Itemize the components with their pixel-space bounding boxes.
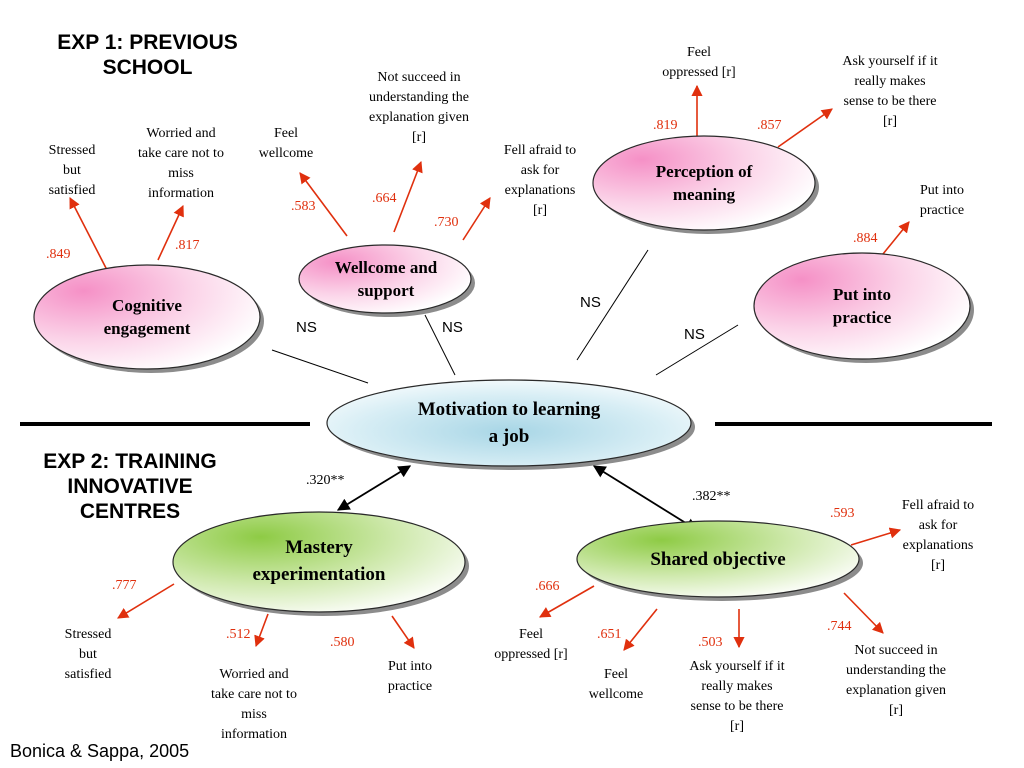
indicator-wellcome-1: Feel wellcome	[258, 126, 314, 161]
ns-practice: NS	[684, 326, 705, 343]
ns-wellcome: NS	[442, 319, 463, 336]
path-arrow-mastery	[336, 465, 412, 511]
indicator-wellcome-3: Fell afraid to ask for explanations [r]	[503, 143, 577, 218]
ns-meaning: NS	[580, 294, 601, 311]
loading-meaning-1: .819	[653, 118, 678, 133]
path-arrow-shared	[592, 465, 699, 531]
path-line-cognitive	[271, 349, 369, 384]
ns-cognitive: NS	[296, 319, 317, 336]
node-practice-shape	[753, 252, 974, 363]
indicator-practice-1: Put into practice	[919, 183, 965, 218]
path-coef-shared: .382**	[692, 489, 731, 504]
loading-wellcome-3: .730	[434, 215, 459, 230]
arrow-shared-1	[850, 527, 902, 546]
arrow-mastery-2	[254, 613, 269, 648]
arrow-wellcome-3	[462, 197, 491, 241]
arrow-practice-1	[882, 221, 910, 255]
node-cognitive-shape	[33, 264, 264, 373]
indicator-mastery-2: Worried and take care not to miss inform…	[211, 667, 297, 742]
loading-cognitive-1: .849	[46, 247, 71, 262]
loading-mastery-3: .580	[330, 635, 355, 650]
loading-shared-4: .503	[698, 635, 723, 650]
indicator-shared-2: Feel oppressed [r]	[494, 627, 568, 662]
header-exp1: EXP 1: PREVIOUS SCHOOL	[57, 31, 238, 79]
indicator-cognitive-1: Stressed but satisfied	[48, 143, 96, 198]
arrow-cognitive-2	[157, 204, 184, 261]
path-line-practice	[655, 324, 739, 376]
path-line-wellcome	[424, 314, 456, 376]
path-line-meaning	[576, 249, 649, 361]
loading-practice-1: .884	[853, 231, 878, 246]
source-credit: Bonica & Sappa, 2005	[10, 741, 190, 761]
indicator-shared-3: Feel wellcome	[588, 667, 644, 702]
arrow-shared-3	[623, 608, 658, 651]
loading-mastery-1: .777	[112, 578, 137, 593]
loading-meaning-2: .857	[757, 118, 782, 133]
arrow-mastery-1	[117, 583, 175, 619]
loading-cognitive-2: .817	[175, 238, 200, 253]
node-shared-shape	[576, 520, 863, 601]
indicator-shared-1: Fell afraid to ask for explanations [r]	[901, 498, 975, 573]
loading-shared-5: .744	[827, 619, 852, 634]
node-wellcome-shape	[298, 244, 475, 317]
node-meaning-shape	[592, 135, 819, 234]
arrow-cognitive-1	[69, 197, 108, 271]
indicator-mastery-3: Put into practice	[387, 659, 433, 694]
arrow-wellcome-2	[393, 160, 423, 233]
arrow-mastery-3	[391, 615, 415, 649]
arrow-shared-2	[539, 585, 595, 618]
node-mastery-shape	[172, 511, 469, 616]
indicator-wellcome-2: Not succeed in understanding the explana…	[369, 70, 469, 145]
header-exp2: EXP 2: TRAINING INNOVATIVE CENTRES	[43, 450, 217, 523]
loading-shared-2: .666	[535, 579, 560, 594]
loading-wellcome-2: .664	[372, 191, 397, 206]
arrow-meaning-2	[777, 108, 833, 148]
indicator-meaning-2: Ask yourself if it really makes sense to…	[842, 54, 938, 129]
node-center-shape	[326, 379, 695, 470]
indicator-meaning-1: Feel oppressed [r]	[662, 45, 736, 80]
indicator-shared-4: Ask yourself if it really makes sense to…	[689, 659, 785, 734]
indicator-shared-5: Not succeed in understanding the explana…	[846, 643, 946, 718]
indicator-cognitive-2: Worried and take care not to miss inform…	[138, 126, 224, 201]
loading-shared-1: .593	[830, 506, 855, 521]
loading-wellcome-1: .583	[291, 199, 316, 214]
path-coef-mastery: .320**	[306, 473, 345, 488]
indicator-mastery-1: Stressed but satisfied	[64, 627, 112, 682]
arrow-shared-5	[843, 592, 884, 634]
loading-mastery-2: .512	[226, 627, 251, 642]
arrow-wellcome-1	[299, 172, 348, 237]
loading-shared-3: .651	[597, 627, 622, 642]
